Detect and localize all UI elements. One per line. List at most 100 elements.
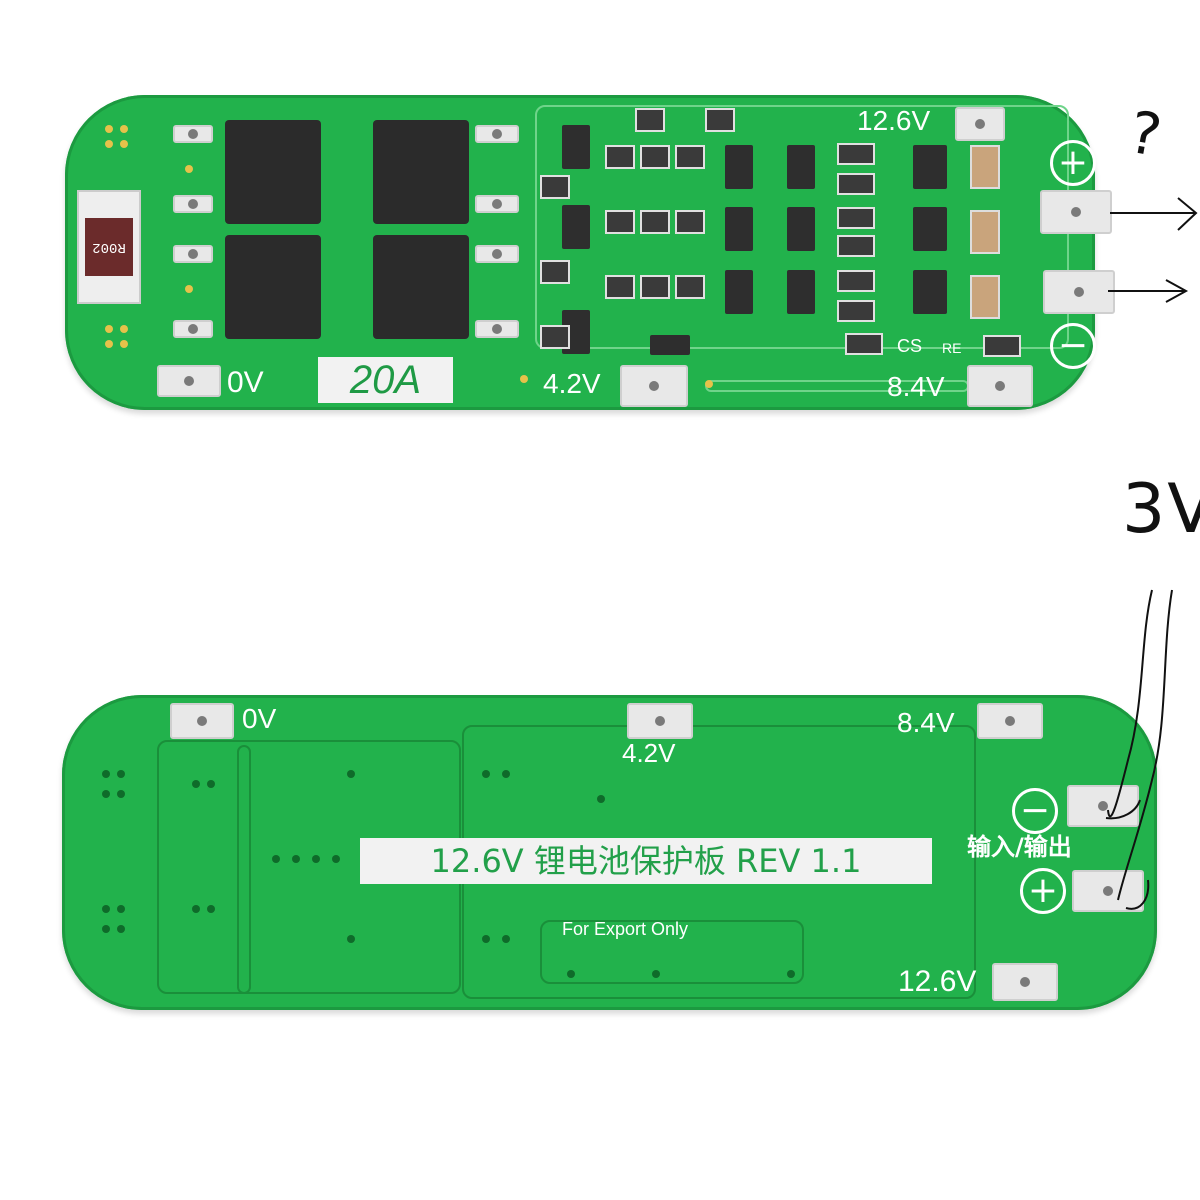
via xyxy=(482,770,490,778)
plus-symbol: + xyxy=(1020,868,1066,914)
via xyxy=(652,970,660,978)
solder-pad-4v2 xyxy=(627,703,693,739)
via xyxy=(502,935,510,943)
ic-chip xyxy=(913,270,947,314)
smd-capacitor xyxy=(970,145,1000,189)
via xyxy=(117,790,125,798)
via xyxy=(120,125,128,133)
via xyxy=(207,780,215,788)
smd-resistor xyxy=(675,145,705,169)
smd-resistor xyxy=(837,173,875,195)
via xyxy=(105,340,113,348)
board-title-text: 12.6V 锂电池保护板 REV 1.1 xyxy=(430,842,862,880)
smd-resistor xyxy=(635,108,665,132)
via xyxy=(787,970,795,978)
annotation-arrowhead xyxy=(1177,197,1198,231)
smd-resistor xyxy=(605,275,635,299)
solder-pad-4v2 xyxy=(620,365,688,407)
via xyxy=(117,770,125,778)
via xyxy=(102,770,110,778)
mosfet xyxy=(225,235,321,339)
ic-chip xyxy=(725,145,753,189)
via xyxy=(192,780,200,788)
annotation-voltage: 3V xyxy=(1122,470,1200,549)
ic-chip xyxy=(562,205,590,249)
via xyxy=(185,285,193,293)
smd-resistor xyxy=(837,270,875,292)
label-12v6: 12.6V xyxy=(857,105,931,136)
via xyxy=(105,325,113,333)
ic-chip xyxy=(913,145,947,189)
annotation-arrowhead xyxy=(1165,279,1189,303)
mosfet-lead xyxy=(173,320,213,338)
solder-pad-0v xyxy=(157,365,221,397)
smd-resistor xyxy=(837,143,875,165)
via xyxy=(332,855,340,863)
mosfet-lead xyxy=(173,125,213,143)
via xyxy=(102,905,110,913)
smd-resistor xyxy=(540,175,570,199)
solder-pad-12v6 xyxy=(992,963,1058,1001)
label-export: For Export Only xyxy=(562,919,689,939)
via xyxy=(502,770,510,778)
smd-capacitor xyxy=(970,210,1000,254)
via xyxy=(102,790,110,798)
smd-resistor xyxy=(837,300,875,322)
via xyxy=(192,905,200,913)
mosfet-lead xyxy=(475,245,519,263)
via xyxy=(120,325,128,333)
smd-resistor xyxy=(675,275,705,299)
solder-pad-8v4 xyxy=(967,365,1033,407)
pcb-top-side: R002 xyxy=(65,95,1115,410)
mosfet xyxy=(373,235,469,339)
smd-resistor xyxy=(605,210,635,234)
solder-pad-8v4 xyxy=(977,703,1043,739)
via xyxy=(292,855,300,863)
ic-chip xyxy=(725,270,753,314)
via xyxy=(117,925,125,933)
mosfet-lead xyxy=(173,245,213,263)
via xyxy=(347,770,355,778)
via xyxy=(102,925,110,933)
via xyxy=(120,340,128,348)
via xyxy=(597,795,605,803)
annotation-line xyxy=(1117,589,1173,901)
smd-resistor xyxy=(837,207,875,229)
minus-symbol: − xyxy=(1050,323,1096,369)
via xyxy=(567,970,575,978)
via xyxy=(347,935,355,943)
smd-capacitor xyxy=(970,275,1000,319)
smd-resistor xyxy=(540,325,570,349)
via xyxy=(207,905,215,913)
solder-pad-12v6 xyxy=(955,107,1005,141)
solder-pad-input-minus xyxy=(1067,785,1139,827)
smd-resistor xyxy=(640,145,670,169)
ic-chip xyxy=(913,207,947,251)
via xyxy=(117,905,125,913)
label-io: 输入/输出 xyxy=(967,833,1072,861)
annotation-line xyxy=(1105,799,1141,820)
label-0v: 0V xyxy=(227,366,264,399)
label-8v4: 8.4V xyxy=(897,707,955,738)
smd-resistor xyxy=(605,145,635,169)
annotation-line xyxy=(1107,589,1153,818)
ic-chip xyxy=(787,145,815,189)
annotation-line xyxy=(1125,879,1150,910)
smd-resistor xyxy=(675,210,705,234)
plus-symbol: ⊕+ xyxy=(1050,140,1096,186)
ic-chip xyxy=(787,270,815,314)
solder-pad-output-minus xyxy=(1040,190,1112,234)
label-12v6: 12.6V xyxy=(898,965,977,998)
via xyxy=(312,855,320,863)
pcb-bottom-side: − + 0V 4.2V 8.4V 12.6V 输入/输出 For Export … xyxy=(62,695,1157,1010)
mosfet-lead xyxy=(475,125,519,143)
ic-chip xyxy=(787,207,815,251)
smd-resistor xyxy=(640,275,670,299)
ic-chip xyxy=(650,335,690,355)
smd-resistor xyxy=(640,210,670,234)
pcb-trace xyxy=(540,920,804,984)
mosfet-lead xyxy=(475,320,519,338)
smd-resistor xyxy=(540,260,570,284)
via xyxy=(105,140,113,148)
